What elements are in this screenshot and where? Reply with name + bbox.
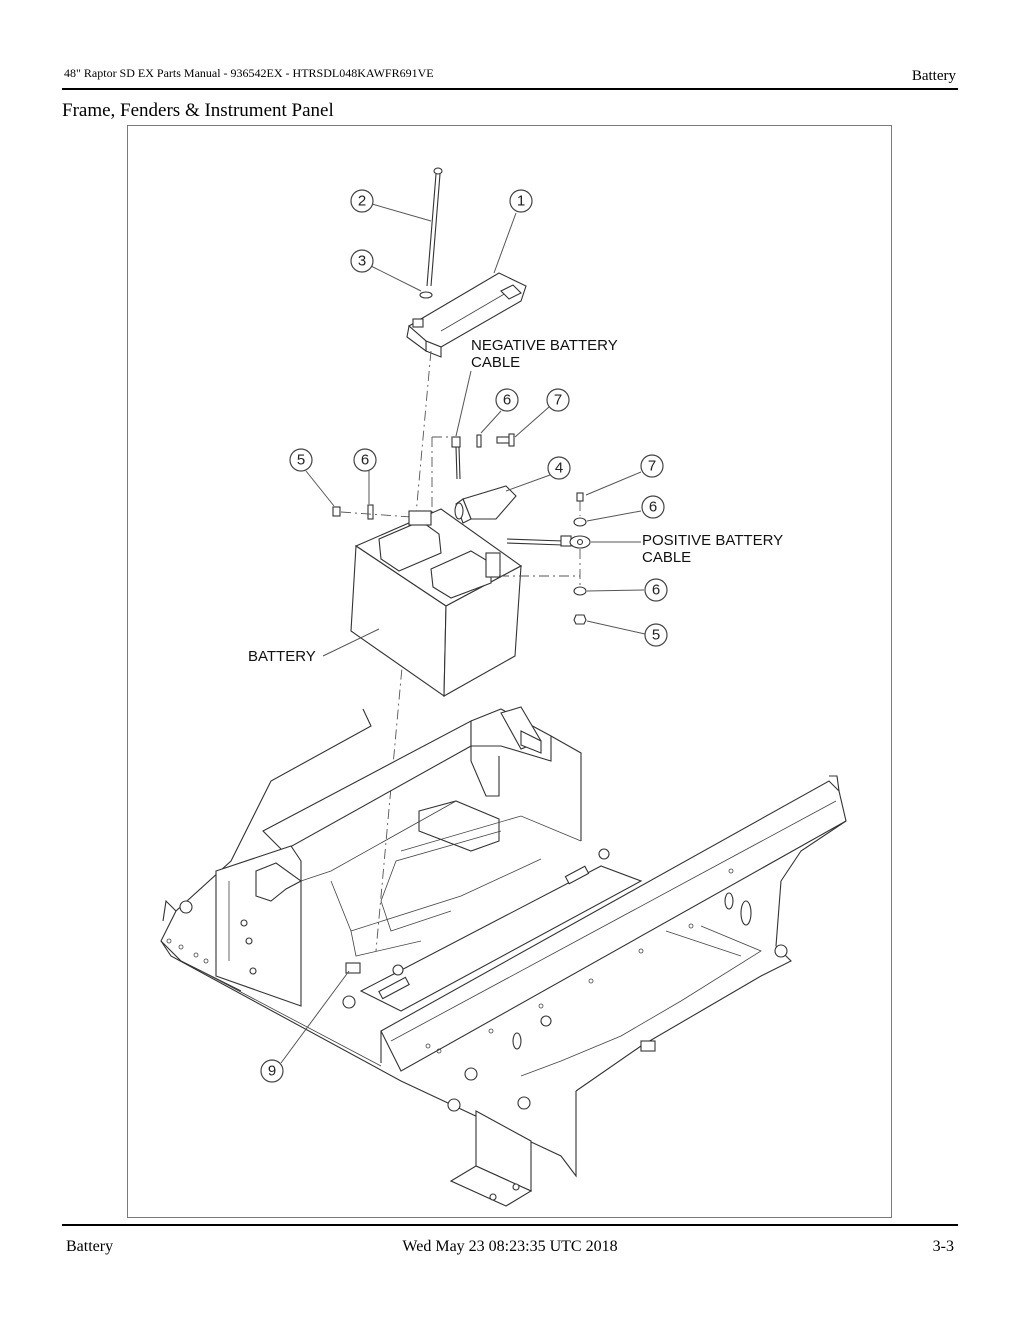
svg-text:1: 1 xyxy=(517,193,525,210)
section-name: Battery xyxy=(911,68,956,84)
hold-down-rod xyxy=(426,167,443,287)
svg-text:7: 7 xyxy=(554,392,562,409)
page-number: 3-3 xyxy=(932,1238,954,1255)
svg-text:6: 6 xyxy=(652,582,660,599)
page-title: Frame, Fenders & Instrument Panel xyxy=(62,100,334,121)
callout-1: 1 xyxy=(509,189,533,213)
svg-text:6: 6 xyxy=(649,499,657,516)
parts-diagram: 1 2 3 4 5 6 6 7 7 6 6 5 9 NEGATIVE BATTE… xyxy=(127,125,892,1218)
callout-6-left: 6 xyxy=(353,448,377,472)
callout-5-right: 5 xyxy=(644,623,668,647)
washer xyxy=(419,291,433,299)
svg-text:6: 6 xyxy=(503,392,511,409)
svg-text:5: 5 xyxy=(297,452,305,469)
positive-cable-label-2: CABLE xyxy=(642,549,691,566)
footer-timestamp: Wed May 23 08:23:35 UTC 2018 xyxy=(402,1238,618,1255)
battery-clip xyxy=(345,962,361,974)
negative-cable-label-1: NEGATIVE BATTERY xyxy=(471,337,618,354)
hold-down-bracket xyxy=(406,272,527,358)
svg-text:7: 7 xyxy=(648,458,656,475)
tractor-frame xyxy=(160,706,847,1207)
negative-cable-label-2: CABLE xyxy=(471,354,520,371)
battery-body xyxy=(350,508,523,698)
svg-text:9: 9 xyxy=(268,1063,276,1080)
svg-text:3: 3 xyxy=(358,253,366,270)
callout-9: 9 xyxy=(260,1059,284,1083)
callout-4: 4 xyxy=(547,456,571,480)
callout-2: 2 xyxy=(350,189,374,213)
header-rule xyxy=(62,88,958,90)
callout-3: 3 xyxy=(350,249,374,273)
callout-6-positive-top: 6 xyxy=(641,495,665,519)
negative-cable-hardware xyxy=(431,433,515,521)
svg-text:6: 6 xyxy=(361,452,369,469)
battery-label: BATTERY xyxy=(248,648,316,665)
svg-text:2: 2 xyxy=(358,193,366,210)
callout-7-positive: 7 xyxy=(640,454,664,478)
callout-7-negative: 7 xyxy=(546,388,570,412)
callout-5-left: 5 xyxy=(289,448,313,472)
negative-terminal-bolt xyxy=(332,504,412,520)
exploded-view-drawing: 1 2 3 4 5 6 6 7 7 6 6 5 9 NEGATIVE BATTE… xyxy=(160,167,847,1207)
svg-text:4: 4 xyxy=(555,460,563,477)
callout-6-positive-bottom: 6 xyxy=(644,578,668,602)
footer-rule xyxy=(62,1224,958,1226)
positive-cable-label-1: POSITIVE BATTERY xyxy=(642,532,783,549)
leader-lines xyxy=(280,203,646,1064)
positive-cable-hardware xyxy=(499,492,591,625)
footer-section: Battery xyxy=(66,1238,114,1255)
terminal-cover xyxy=(454,485,517,524)
manual-title: 48" Raptor SD EX Parts Manual - 936542EX… xyxy=(64,66,434,80)
svg-text:5: 5 xyxy=(652,627,660,644)
callout-6-negative: 6 xyxy=(495,388,519,412)
